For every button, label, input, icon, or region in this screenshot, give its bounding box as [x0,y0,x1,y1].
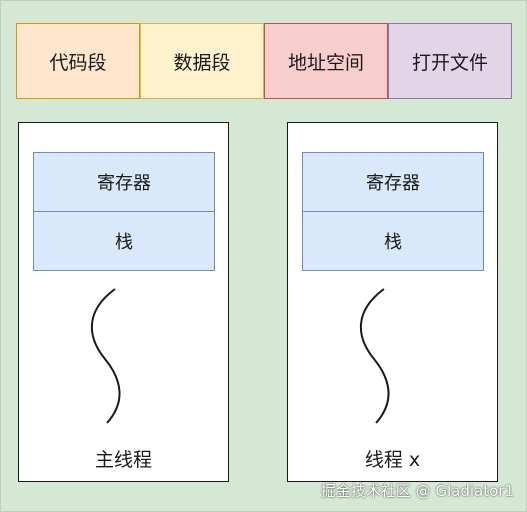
address-space-label: 地址空间 [287,51,364,74]
data-segment: 数据段 [140,23,264,99]
main-thread-squiggle [91,288,121,424]
thread-x-box: 寄存器 栈 线程 x [287,122,498,482]
thread-x-squiggle [360,288,390,424]
stack-label: 栈 [115,232,133,253]
data-segment-label: 数据段 [173,51,231,74]
address-space-segment: 地址空间 [264,23,388,99]
main-thread-box: 寄存器 栈 主线程 [18,122,229,482]
execution-flow-line [360,288,390,424]
watermark: 掘金技术社区 @ Gladiator1 [320,482,514,500]
registers-label: 寄存器 [97,173,151,194]
open-files-segment: 打开文件 [388,23,512,99]
main-thread-stack: 栈 [33,211,215,271]
code-segment: 代码段 [16,23,140,99]
code-segment-label: 代码段 [49,51,107,74]
main-thread-label: 主线程 [94,449,152,471]
execution-flow-line [91,288,121,424]
thread-x-registers: 寄存器 [302,152,484,212]
registers-label: 寄存器 [366,173,420,194]
open-files-label: 打开文件 [411,51,488,74]
stack-label: 栈 [384,232,402,253]
thread-x-label: 线程 x [364,449,421,471]
thread-x-stack: 栈 [302,211,484,271]
main-thread-registers: 寄存器 [33,152,215,212]
